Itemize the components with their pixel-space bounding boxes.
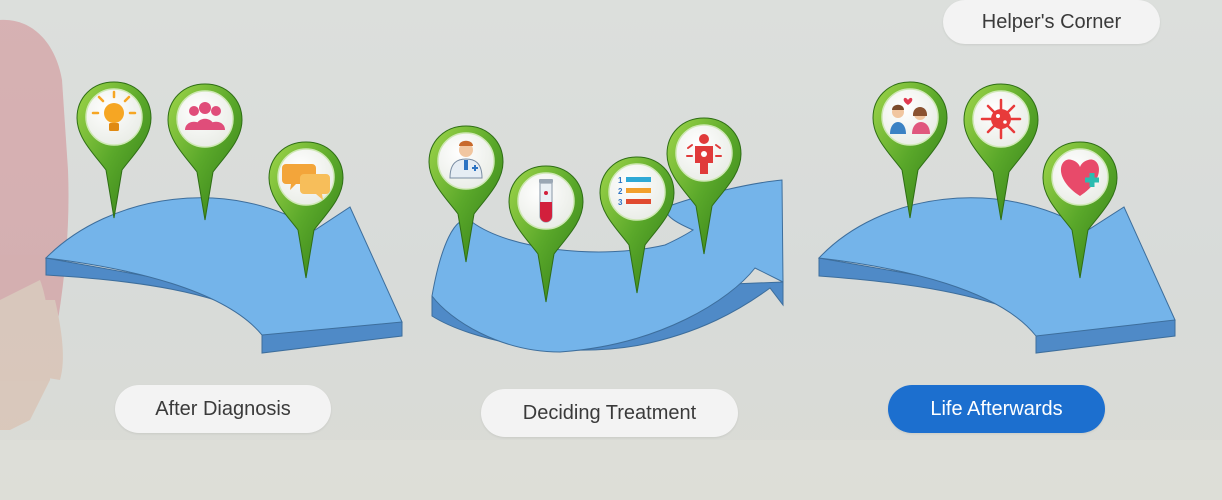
virus-icon bbox=[980, 98, 1022, 140]
pin-health[interactable] bbox=[1042, 141, 1118, 279]
lightbulb-icon bbox=[91, 90, 137, 131]
svg-text:1: 1 bbox=[618, 176, 623, 185]
chat-bubbles-icon bbox=[282, 164, 330, 200]
journey-arrow-after-diagnosis bbox=[44, 197, 403, 354]
journey-arrow-deciding-treatment bbox=[431, 179, 784, 353]
after-diagnosis-button[interactable]: After Diagnosis bbox=[115, 385, 331, 433]
life-afterwards-button[interactable]: Life Afterwards bbox=[888, 385, 1105, 433]
pin-symptoms[interactable] bbox=[666, 117, 742, 255]
svg-text:3: 3 bbox=[618, 198, 623, 207]
pin-family[interactable] bbox=[872, 81, 948, 219]
pin-options[interactable]: 1 2 3 bbox=[599, 156, 675, 294]
journey-arrow-life-afterwards bbox=[817, 197, 1176, 354]
pin-support-groups[interactable] bbox=[167, 83, 243, 221]
helpers-corner-button[interactable]: Helper's Corner bbox=[943, 0, 1160, 44]
pain-icon bbox=[686, 134, 722, 174]
deciding-treatment-button[interactable]: Deciding Treatment bbox=[481, 389, 738, 437]
pin-recurrence[interactable] bbox=[963, 83, 1039, 221]
ground-band bbox=[0, 440, 1222, 500]
pin-ideas[interactable] bbox=[76, 81, 152, 219]
background-person bbox=[0, 19, 69, 430]
pin-doctor[interactable] bbox=[428, 125, 504, 263]
pin-tests[interactable] bbox=[508, 165, 584, 303]
heart-plus-icon bbox=[1061, 159, 1099, 196]
pin-discussion[interactable] bbox=[268, 141, 344, 279]
svg-text:2: 2 bbox=[618, 187, 623, 196]
doctor-icon bbox=[449, 140, 483, 179]
people-group-icon bbox=[185, 102, 225, 130]
numbered-list-icon: 1 2 3 bbox=[618, 176, 651, 207]
family-icon bbox=[890, 97, 930, 134]
test-tube-icon bbox=[539, 179, 553, 223]
